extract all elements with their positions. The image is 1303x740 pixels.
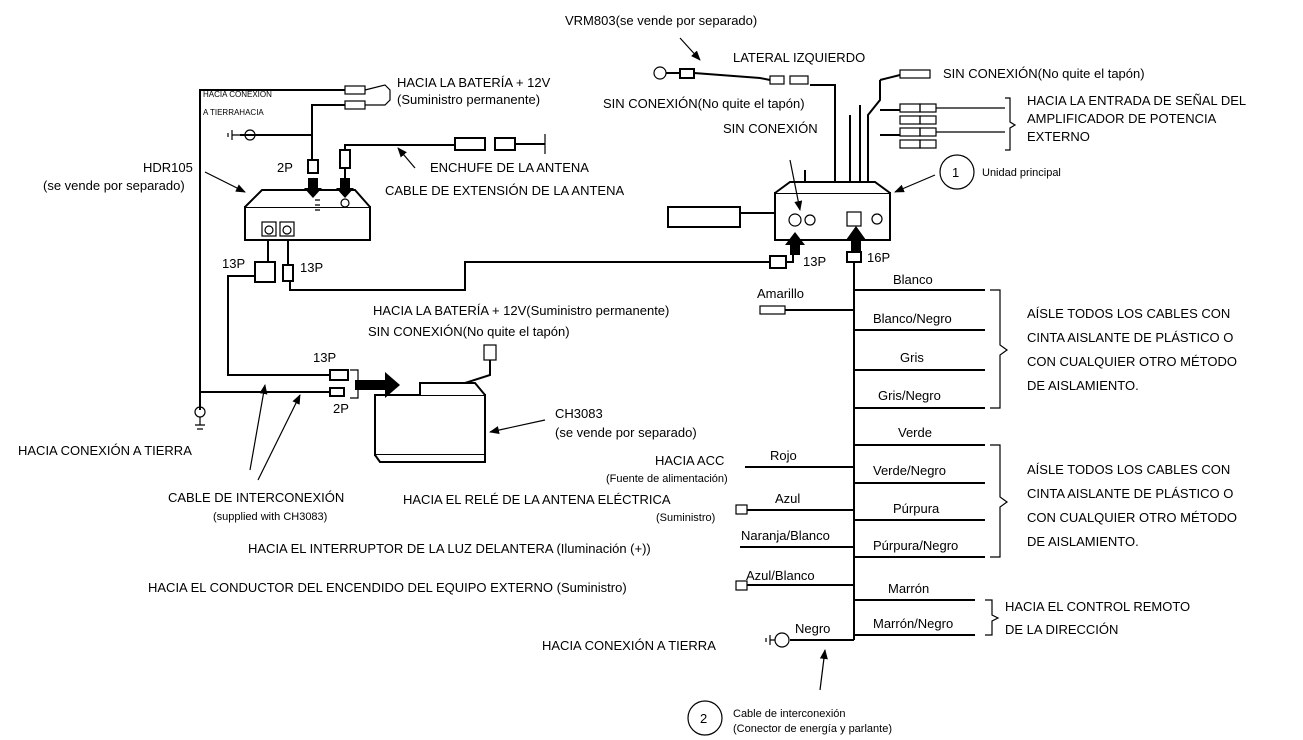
aisle1-l3: CON CUALQUIER OTRO MÉTODO [1027, 354, 1237, 369]
wire-rojo: Rojo [770, 448, 797, 463]
ground-block [667, 206, 741, 228]
bateria-top-1: HACIA LA BATERÍA + 12V [397, 75, 551, 90]
sin-conexion-ch-label: SIN CONEXIÓN(No quite el tapón) [368, 324, 570, 339]
amp-line3: EXTERNO [1027, 129, 1090, 144]
wire-gris-negro: Gris/Negro [878, 388, 941, 403]
aisle1-l1: AÍSLE TODOS LOS CABLES CON [1027, 306, 1230, 321]
a-tierra-small: A TIERRAHACIA [203, 108, 264, 117]
rele-sub: (Suministro) [656, 512, 715, 524]
wire-marron-negro: Marrón/Negro [873, 616, 953, 631]
wire-negro: Negro [795, 621, 830, 636]
wire-purpura-negro: Púrpura/Negro [873, 538, 958, 553]
wire-purpura: Púrpura [893, 501, 940, 516]
wire-azul-blanco: Azul/Blanco [746, 568, 815, 583]
vrm803-label: VRM803(se vende por separado) [565, 13, 757, 28]
wire-marron: Marrón [888, 581, 929, 596]
13p-ch-label: 13P [313, 350, 336, 365]
cable-extension-label: CABLE DE EXTENSIÓN DE LA ANTENA [385, 183, 624, 198]
tierra-bottom-label: HACIA CONEXIÓN A TIERRA [542, 638, 716, 653]
main-unit [774, 181, 891, 241]
sin-conexion-mid-label: SIN CONEXIÓN(No quite el tapón) [603, 96, 805, 111]
rca-connectors-amp [899, 69, 1005, 149]
hdr105-label: HDR105 [143, 160, 193, 175]
13p-left-b: 13P [300, 260, 323, 275]
wire-verde-negro: Verde/Negro [873, 463, 946, 478]
rele-label: HACIA EL RELÉ DE LA ANTENA ELÉCTRICA [403, 492, 671, 507]
aisle1-l2: CINTA AISLANTE DE PLÁSTICO O [1027, 330, 1233, 345]
ch3083-sub: (se vende por separado) [555, 425, 697, 440]
ch3083-label: CH3083 [555, 406, 603, 421]
16p-main: 16P [867, 250, 890, 265]
number-2: 2 [700, 711, 707, 726]
ch3083-unit [374, 382, 486, 463]
unidad-principal-label: Unidad principal [982, 167, 1061, 179]
aisle2-l3: CON CUALQUIER OTRO MÉTODO [1027, 510, 1237, 525]
speaker-wires-1 [854, 289, 985, 409]
bateria-top-2: (Suministro permanente) [397, 92, 540, 107]
13p-main: 13P [803, 254, 826, 269]
wire-blanco: Blanco [893, 272, 933, 287]
2p-top-label: 2P [277, 160, 293, 175]
hdr105-sub: (se vende por separado) [43, 178, 185, 193]
lateral-izquierdo-label: LATERAL IZQUIERDO [733, 50, 865, 65]
amp-line1: HACIA LA ENTRADA DE SEÑAL DEL [1027, 93, 1246, 108]
interconexion-sub: (supplied with CH3083) [213, 511, 327, 523]
vrm803-remote [653, 66, 809, 85]
wire-gris: Gris [900, 350, 924, 365]
wire-naranja-blanco: Naranja/Blanco [741, 528, 830, 543]
hdr105-unit [244, 189, 371, 241]
acc-label: HACIA ACC [655, 453, 724, 468]
amp-line2: AMPLIFICADOR DE POTENCIA [1027, 111, 1217, 126]
enchufe-antena-label: ENCHUFE DE LA ANTENA [430, 160, 589, 175]
interconexion-label: CABLE DE INTERCONEXIÓN [168, 490, 344, 505]
encendido-label: HACIA EL CONDUCTOR DEL ENCENDIDO DEL EQU… [148, 580, 627, 595]
cable-inter-label: Cable de interconexión [733, 708, 846, 720]
wire-blanco-negro: Blanco/Negro [873, 311, 952, 326]
remote-l2: DE LA DIRECCIÓN [1005, 622, 1118, 637]
wire-verde: Verde [898, 425, 932, 440]
aisle2-l4: DE AISLAMIENTO. [1027, 534, 1139, 549]
aisle2-l2: CINTA AISLANTE DE PLÁSTICO O [1027, 486, 1233, 501]
remote-wires [854, 599, 975, 636]
hacia-conexion-small: HACIA CONEXIÓN [203, 90, 272, 99]
number-1: 1 [952, 165, 959, 180]
luz-label: HACIA EL INTERRUPTOR DE LA LUZ DELANTERA… [248, 541, 651, 556]
tierra-left-label: HACIA CONEXIÓN A TIERRA [18, 443, 192, 458]
remote-l1: HACIA EL CONTROL REMOTO [1005, 599, 1190, 614]
speaker-wires-2 [854, 444, 985, 558]
aisle2-l1: AÍSLE TODOS LOS CABLES CON [1027, 462, 1230, 477]
13p-left-a: 13P [222, 256, 245, 271]
2p-ch-label: 2P [333, 401, 349, 416]
wire-azul: Azul [775, 491, 800, 506]
cable-inter-sub: (Conector de energía y parlante) [733, 723, 892, 735]
amarillo-label: Amarillo [757, 286, 804, 301]
sin-conexion-top-label: SIN CONEXIÓN(No quite el tapón) [943, 66, 1145, 81]
acc-sub: (Fuente de alimentación) [606, 473, 728, 485]
sin-conexion-label: SIN CONEXIÓN [723, 121, 818, 136]
bateria-mid-label: HACIA LA BATERÍA + 12V(Suministro perman… [373, 303, 669, 318]
aisle1-l4: DE AISLAMIENTO. [1027, 378, 1139, 393]
